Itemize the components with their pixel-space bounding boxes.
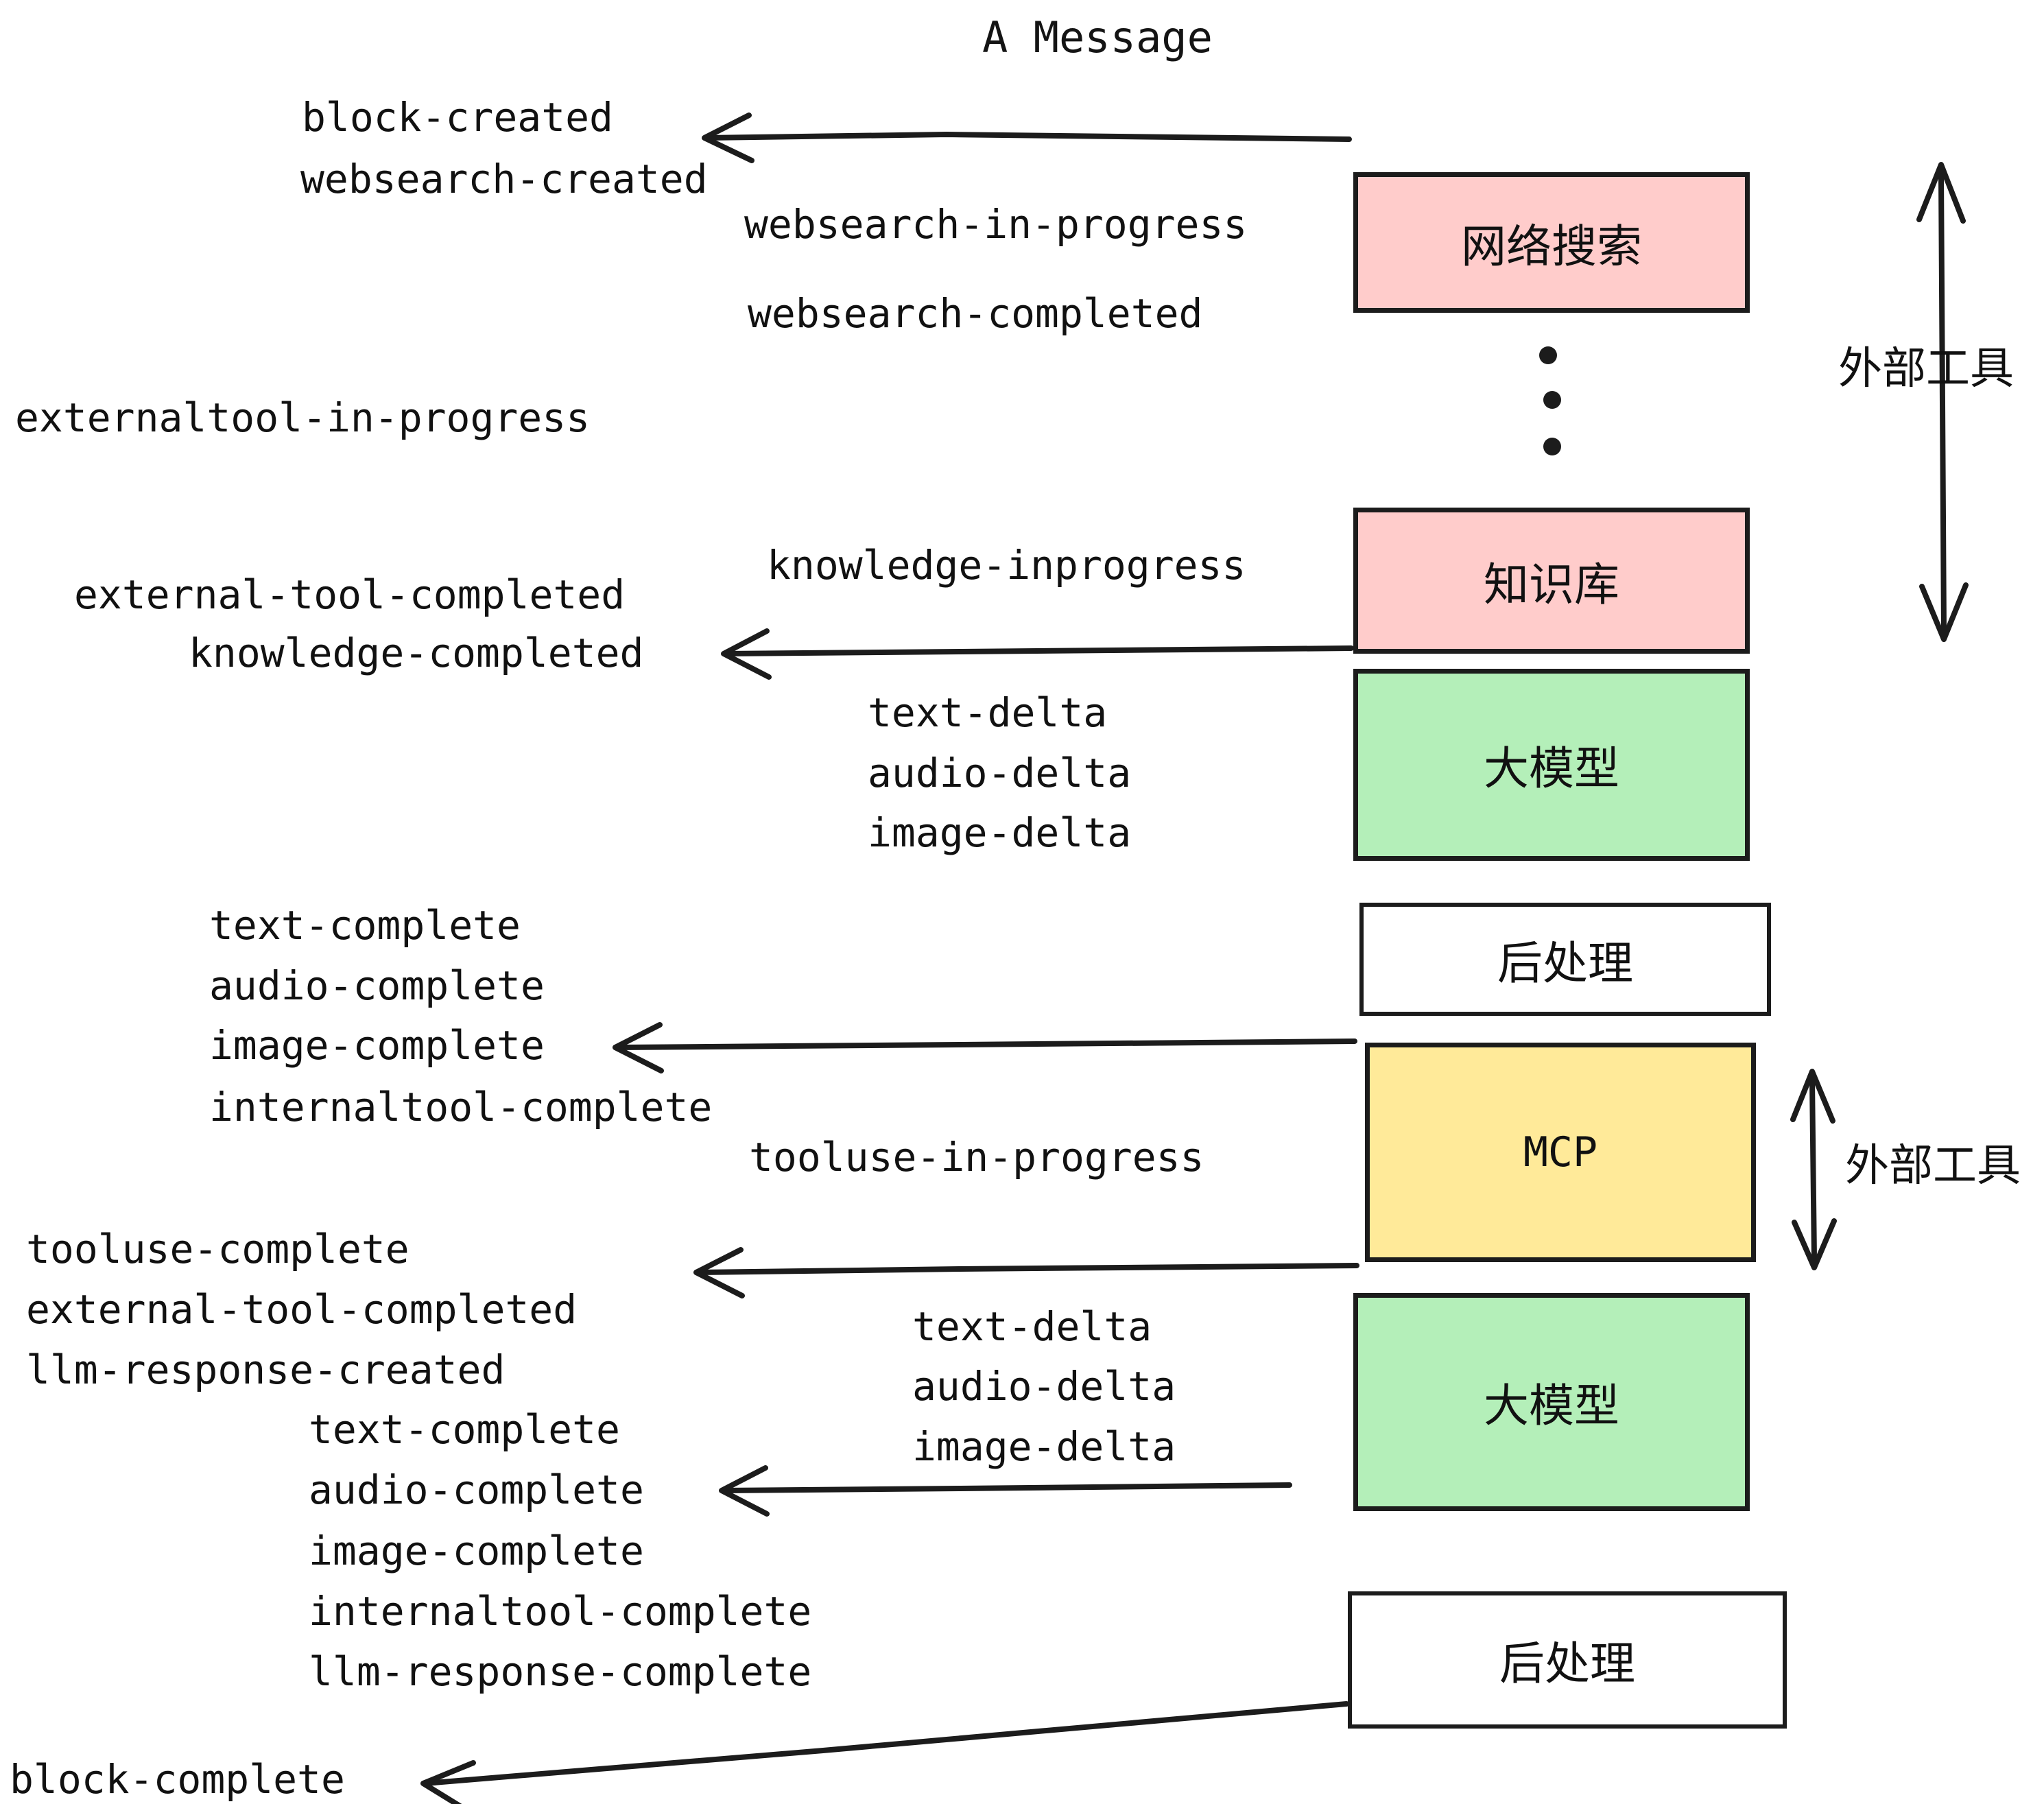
event-websearch-in-progress: websearch-in-progress <box>744 201 1248 248</box>
box-postprocess-first[interactable]: 后处理 <box>1359 903 1771 1016</box>
event-text-delta-1: text-delta <box>868 689 1108 736</box>
arrow-llm-first-to-image-complete <box>613 1022 1357 1073</box>
box-llm-first-label: 大模型 <box>1484 742 1619 795</box>
event-external-tool-completed-1: external-tool-completed <box>74 571 626 618</box>
event-external-tool-completed-2: external-tool-completed <box>26 1286 578 1333</box>
event-text-delta-2: text-delta <box>912 1303 1152 1350</box>
box-mcp[interactable]: MCP <box>1365 1043 1756 1262</box>
event-audio-delta-2: audio-delta <box>912 1363 1176 1410</box>
box-llm-second-label: 大模型 <box>1484 1379 1619 1432</box>
page-title: A Message <box>982 12 1213 62</box>
side-label-external-tools-top: 外部工具 <box>1838 344 2014 394</box>
box-postprocess-second[interactable]: 后处理 <box>1348 1591 1787 1729</box>
box-knowledge-label: 知识库 <box>1484 558 1619 611</box>
event-externaltool-in-progress: externaltool-in-progress <box>15 394 591 441</box>
event-image-complete-2: image-complete <box>309 1528 644 1574</box>
arrow-external-tools-top <box>1916 162 1969 642</box>
arrow-mcp-to-tooluse-complete <box>693 1247 1359 1298</box>
event-image-delta-1: image-delta <box>868 809 1132 856</box>
event-audio-complete-1: audio-complete <box>209 962 545 1009</box>
arrow-websearch-to-block-created <box>702 112 1352 163</box>
event-image-complete-1: image-complete <box>209 1022 545 1069</box>
event-internaltool-complete-2: internaltool-complete <box>309 1588 812 1635</box>
box-knowledge[interactable]: 知识库 <box>1353 508 1750 654</box>
event-text-complete-2: text-complete <box>309 1406 620 1453</box>
arrow-knowledge-to-completed <box>721 628 1354 680</box>
ellipsis-dot-1 <box>1539 346 1557 364</box>
ellipsis-dot-3 <box>1543 438 1561 455</box>
event-block-complete: block-complete <box>10 1756 345 1803</box>
arrow-postprocess-to-block-complete <box>420 1701 1349 1804</box>
box-websearch[interactable]: 网络搜索 <box>1353 172 1750 313</box>
event-llm-response-created: llm-response-created <box>26 1346 506 1393</box>
arrow-external-tools-bottom <box>1790 1069 1837 1270</box>
event-knowledge-completed: knowledge-completed <box>189 630 644 676</box>
event-llm-response-complete: llm-response-complete <box>309 1648 812 1695</box>
event-image-delta-2: image-delta <box>912 1423 1176 1470</box>
box-llm-first[interactable]: 大模型 <box>1353 669 1750 861</box>
event-text-complete-1: text-complete <box>209 902 521 949</box>
event-audio-complete-2: audio-complete <box>309 1467 644 1513</box>
event-internaltool-complete-1: internaltool-complete <box>209 1084 713 1130</box>
event-block-created: block-created <box>302 94 613 141</box>
event-audio-delta-1: audio-delta <box>868 750 1132 796</box>
event-websearch-completed: websearch-completed <box>748 290 1203 337</box>
arrow-llm-second-to-audio-complete <box>719 1465 1292 1517</box>
event-tooluse-complete: tooluse-complete <box>26 1226 409 1272</box>
box-mcp-label: MCP <box>1523 1128 1598 1176</box>
event-tooluse-in-progress: tooluse-in-progress <box>749 1134 1204 1180</box>
event-knowledge-inprogress: knowledge-inprogress <box>767 542 1246 589</box>
box-websearch-label: 网络搜索 <box>1461 219 1642 273</box>
side-label-external-tools-bottom: 外部工具 <box>1845 1141 2021 1191</box>
box-postprocess-second-label: 后处理 <box>1499 1637 1635 1690</box>
box-llm-second[interactable]: 大模型 <box>1353 1293 1750 1511</box>
ellipsis-dot-2 <box>1543 391 1561 409</box>
box-postprocess-first-label: 后处理 <box>1497 936 1633 990</box>
event-websearch-created: websearch-created <box>300 156 708 202</box>
